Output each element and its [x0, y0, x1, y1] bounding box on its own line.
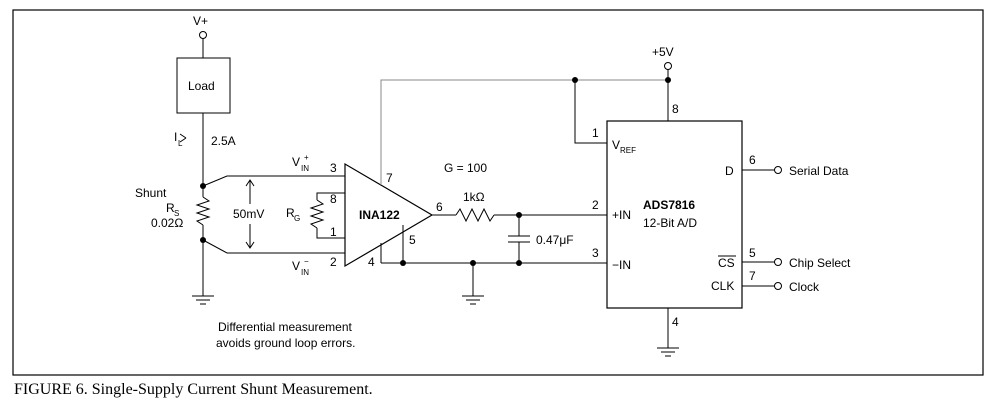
adc-pin-3: 3 — [592, 246, 599, 260]
shunt-symbol: R — [166, 201, 175, 215]
resistor-1k-label: 1kΩ — [463, 190, 485, 204]
node-pin5 — [400, 260, 406, 266]
wire-rg-bottom — [316, 228, 345, 239]
inamp-pin-7: 7 — [386, 171, 393, 185]
vin-plus-sub: IN — [301, 164, 309, 173]
inamp-triangle — [344, 162, 434, 268]
adc-pin-4: 4 — [672, 315, 679, 329]
vin-plus-sup: + — [304, 153, 309, 162]
chip-select-terminal — [774, 258, 782, 266]
node-cap-bottom — [516, 260, 522, 266]
capacitor-label: 0.47μF — [536, 233, 574, 247]
adc-cs-label: CS — [718, 256, 735, 270]
inamp-pin-3: 3 — [330, 161, 337, 175]
adc-pin-7: 7 — [749, 269, 756, 283]
adc-pin-8: 8 — [672, 102, 679, 116]
inamp-gain: G = 100 — [444, 161, 487, 175]
vin-minus-sub: IN — [301, 268, 309, 277]
shunt-resistor-icon — [195, 196, 211, 226]
shunt-value: 0.02Ω — [151, 216, 183, 230]
inamp-pin-4: 4 — [368, 255, 375, 269]
adc-vref-symbol: V — [612, 138, 620, 152]
inamp-name: INA122 — [359, 208, 400, 222]
chip-select-label: Chip Select — [789, 256, 851, 270]
ground-icon-adc — [657, 347, 679, 357]
ground-icon-shunt — [192, 295, 214, 305]
rg-symbol: R — [286, 206, 295, 220]
adc-pin-2: 2 — [592, 198, 599, 212]
adc-clk-label: CLK — [711, 279, 734, 293]
wire-sense-plus — [202, 175, 345, 187]
load-label: Load — [188, 79, 215, 93]
current-value: 2.5A — [211, 134, 236, 148]
arrow-up-icon — [245, 179, 255, 187]
inamp-pin-6: 6 — [436, 200, 443, 214]
arrow-down-icon — [245, 241, 255, 249]
adc-name: ADS7816 — [643, 198, 695, 212]
supply-5v-label: +5V — [652, 45, 674, 59]
adc-desc: 12-Bit A/D — [643, 216, 697, 230]
inamp-pin-2: 2 — [330, 255, 337, 269]
voltage-drop-label: 50mV — [233, 207, 264, 221]
shunt-sub: S — [174, 209, 179, 218]
clock-label: Clock — [789, 280, 820, 294]
vin-plus-symbol: V — [292, 155, 300, 169]
inamp-pin-8: 8 — [330, 192, 337, 206]
adc-in-plus: +IN — [612, 208, 631, 222]
inamp-pin-1: 1 — [330, 225, 337, 239]
current-sub: L — [178, 139, 183, 148]
adc-pin-5: 5 — [749, 246, 756, 260]
adc-vref-sub: REF — [620, 146, 636, 155]
adc-d-label: D — [725, 164, 734, 178]
vin-minus-symbol: V — [292, 259, 300, 273]
node-5v — [665, 77, 671, 83]
note-line-2: avoids ground loop errors. — [216, 336, 355, 350]
figure-border — [12, 9, 984, 376]
shunt-name: Shunt — [135, 186, 167, 200]
vin-minus-sup: − — [304, 257, 309, 266]
rg-resistor-icon — [309, 199, 325, 229]
wire-rg-top — [316, 192, 345, 200]
clock-terminal — [774, 282, 782, 290]
current-arrow-icon — [179, 133, 187, 143]
serial-data-label: Serial Data — [789, 164, 849, 178]
ground-icon-mid — [462, 295, 484, 305]
resistor-1k-icon — [455, 207, 495, 223]
adc-pin-6: 6 — [749, 153, 756, 167]
adc-in-minus: −IN — [612, 258, 631, 272]
adc-box — [606, 120, 743, 309]
rg-sub: G — [294, 214, 300, 223]
supply-5v-terminal — [664, 62, 672, 70]
figure-caption: FIGURE 6. Single-Supply Current Shunt Me… — [14, 381, 373, 398]
supply-vplus-terminal — [199, 31, 207, 39]
wire-vref — [574, 80, 607, 144]
supply-vplus-label: V+ — [193, 14, 208, 28]
current-symbol: I — [174, 130, 177, 144]
inamp-pin-5: 5 — [409, 233, 416, 247]
wire-sense-minus — [202, 239, 345, 254]
adc-pin-1: 1 — [592, 126, 599, 140]
note-line-1: Differential measurement — [218, 320, 353, 334]
serial-data-terminal — [774, 166, 782, 174]
